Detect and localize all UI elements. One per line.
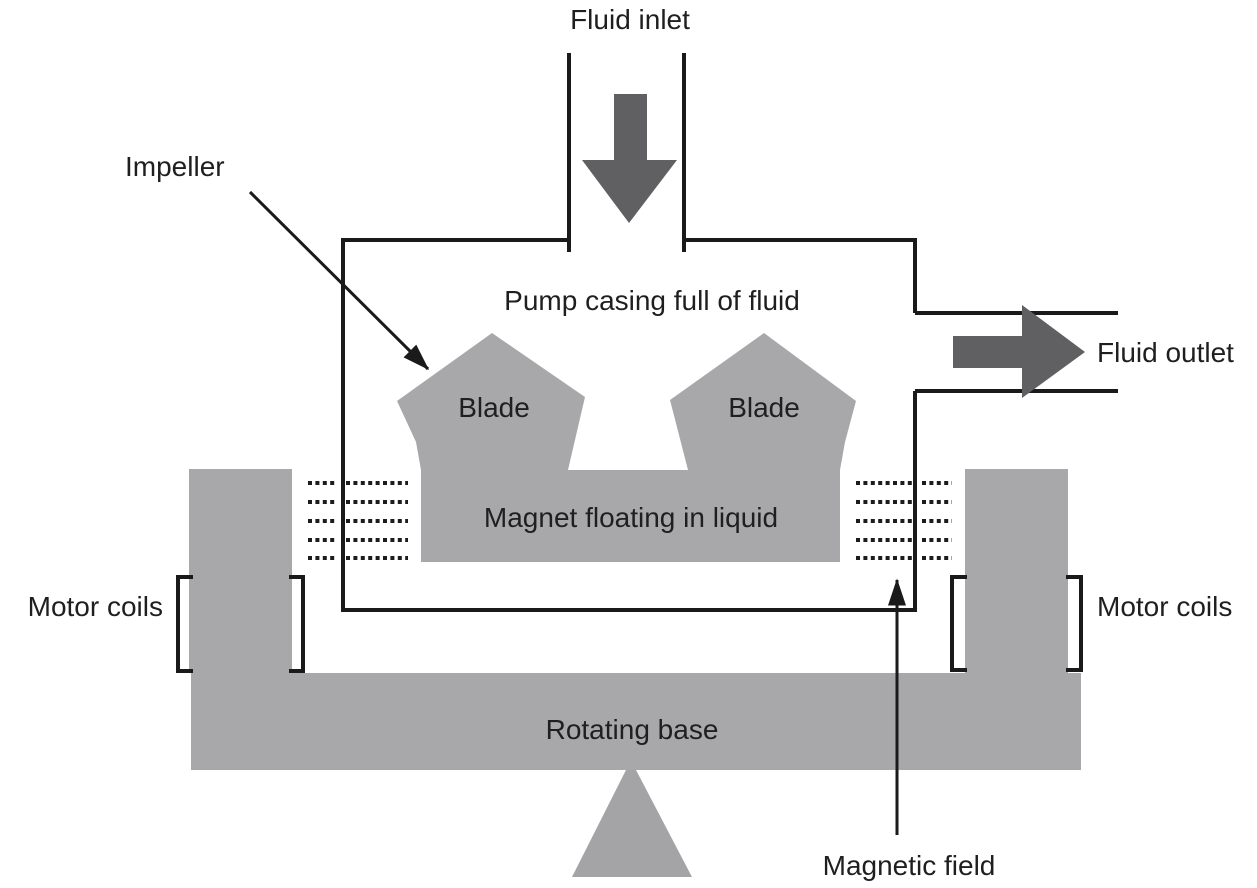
pump-casing-outline xyxy=(341,238,1118,612)
impeller-pointer-arrow-icon xyxy=(248,190,430,371)
outlet-flow-right-arrow-icon xyxy=(953,305,1085,398)
blade-right-label: Blade xyxy=(728,392,800,423)
magnet-label: Magnet floating in liquid xyxy=(483,502,779,533)
blade-left-label: Blade xyxy=(458,392,530,423)
motor-post-right-shape xyxy=(965,469,1068,673)
motor-post-left-shape xyxy=(189,469,292,673)
motor-coils-right-label: Motor coils xyxy=(1097,591,1233,622)
pivot-triangle-shape xyxy=(572,770,692,877)
fluid-outlet-label: Fluid outlet xyxy=(1097,337,1234,368)
motor-coil-bracket-left xyxy=(176,575,305,673)
rotating-base-label: Rotating base xyxy=(545,714,719,745)
impeller-label: Impeller xyxy=(125,151,225,182)
inlet-flow-down-arrow-icon xyxy=(582,94,677,223)
impeller-magnet-shape xyxy=(397,333,856,562)
magnetic-field-label: Magnetic field xyxy=(822,850,996,881)
fluid-inlet-label: Fluid inlet xyxy=(570,4,690,35)
motor-coils-left-label: Motor coils xyxy=(27,591,163,622)
inlet-pipe-walls xyxy=(567,53,686,252)
motor-coil-bracket-right xyxy=(950,575,1083,672)
rotating-base-shape xyxy=(191,673,1081,770)
pump-casing-label: Pump casing full of fluid xyxy=(504,285,800,316)
